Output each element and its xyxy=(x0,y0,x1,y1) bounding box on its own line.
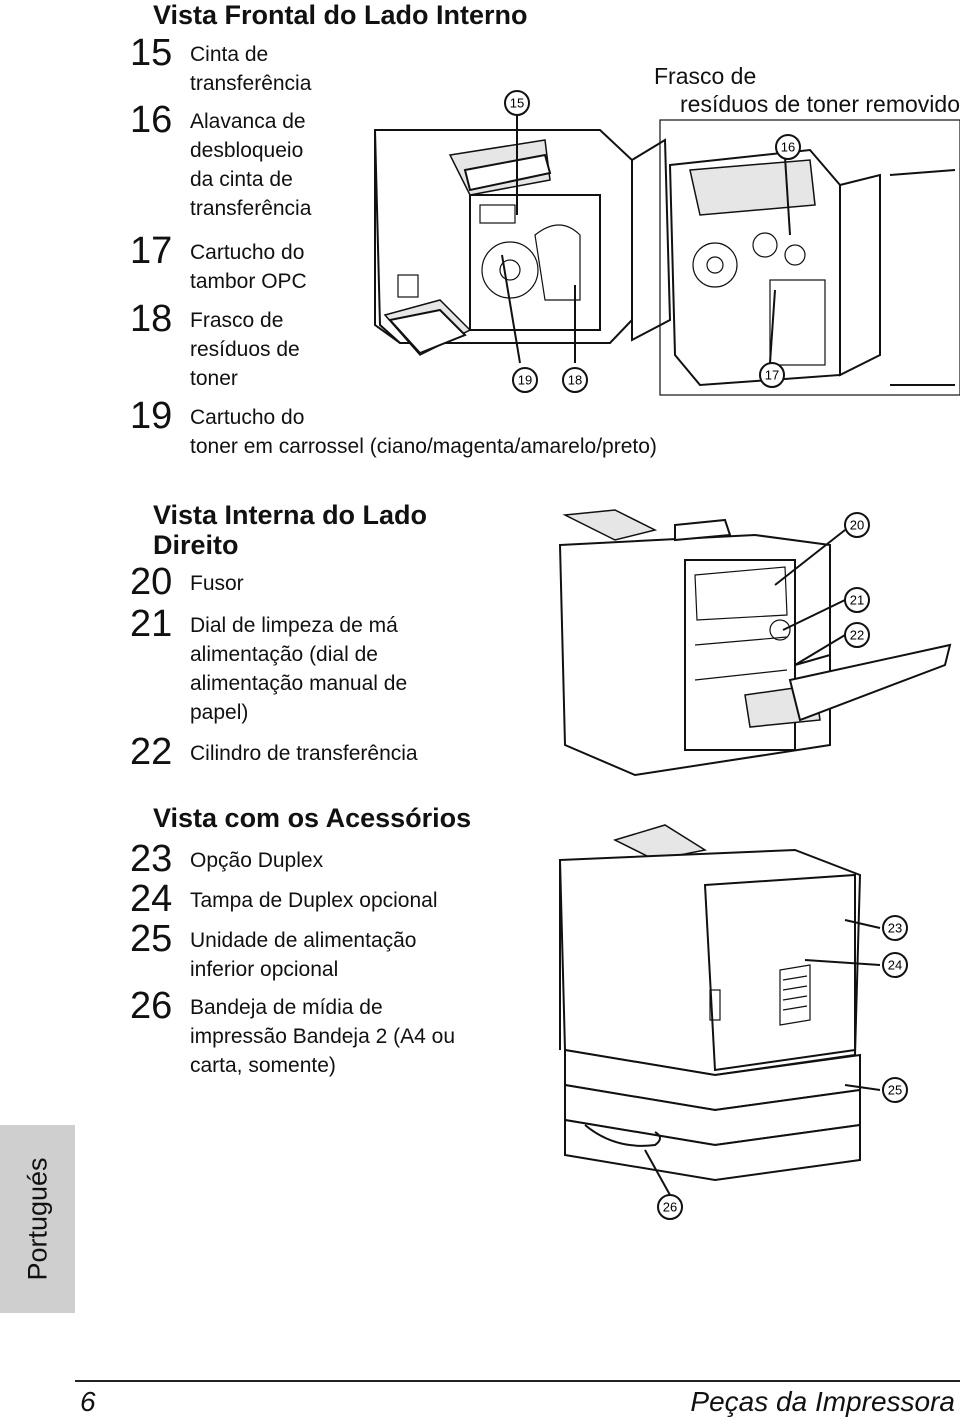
callout-26-marker xyxy=(657,1194,683,1220)
right-interior-illustration: 20 21 22 xyxy=(558,509,952,777)
callout-19: 19 xyxy=(518,373,532,388)
caption-line: Frasco de xyxy=(654,63,757,89)
item-description-line: toner em carrossel (ciano/magenta/amarel… xyxy=(190,435,657,458)
footer-title: Peças da Impressora xyxy=(690,1386,955,1417)
section2-title-line: Vista Interna do Lado xyxy=(153,500,428,530)
callout-18-marker xyxy=(562,367,588,393)
item-description-line: Fusor xyxy=(190,572,244,595)
page-number: 6 xyxy=(80,1386,96,1417)
callout-16-marker xyxy=(775,134,801,160)
item-number: 22 xyxy=(130,731,173,773)
item-description-line: Unidade de alimentação xyxy=(190,929,417,952)
item-number: 26 xyxy=(130,985,173,1027)
front-interior-illustration: 15 16 17 18 19 xyxy=(373,90,960,396)
item-description: Bandeja de mídia de impressão Bandeja 2 (… xyxy=(190,993,455,1080)
item-description: Cartucho do tambor OPC xyxy=(190,238,307,296)
item-number: 20 xyxy=(130,561,173,603)
item-description-line: Dial de limpeza de má xyxy=(190,614,398,637)
item-description-line: toner xyxy=(190,367,238,390)
callout-21: 21 xyxy=(850,593,864,608)
footer-rule xyxy=(75,1380,960,1382)
printer-right-side-open-drawing xyxy=(558,509,952,777)
callout-22-marker xyxy=(844,622,870,648)
item-description: Cinta de transferência xyxy=(190,40,311,98)
printer-with-accessories-drawing xyxy=(558,824,862,1182)
section2-title-line: Direito xyxy=(153,530,239,560)
item-description-line: da cinta de xyxy=(190,168,293,191)
item-description-line: papel) xyxy=(190,701,249,724)
item-description: Tampa de Duplex opcional xyxy=(190,886,438,915)
item-description-line: Tampa de Duplex opcional xyxy=(190,889,438,912)
callout-15: 15 xyxy=(510,96,524,111)
item-number: 18 xyxy=(130,298,173,340)
callout-19-marker xyxy=(512,367,538,393)
item-number: 23 xyxy=(130,838,173,880)
item-description-line: Cartucho do xyxy=(190,406,305,429)
item-description-line: inferior opcional xyxy=(190,958,339,981)
item-number: 25 xyxy=(130,918,173,960)
item-description-line: desbloqueio xyxy=(190,139,304,162)
item-description-line: Cartucho do xyxy=(190,241,305,264)
callout-18: 18 xyxy=(568,373,582,388)
item-description: Dial de limpeza de má alimentação (dial d… xyxy=(190,611,407,727)
item-description-line: Frasco de xyxy=(190,309,284,332)
callout-24: 24 xyxy=(888,958,902,973)
callout-15-marker xyxy=(504,90,530,116)
item-description-line: transferência xyxy=(190,197,312,220)
printer-bottle-removed-drawing xyxy=(659,119,960,396)
item-description-line: resíduos de xyxy=(190,338,300,361)
callout-23-marker xyxy=(882,915,908,941)
item-description: Frasco de resíduos de toner xyxy=(190,306,300,393)
printer-front-open-drawing xyxy=(373,129,672,356)
item-description-line: Bandeja de mídia de xyxy=(190,996,383,1019)
accessories-illustration: 23 24 25 26 xyxy=(558,824,908,1220)
callout-26: 26 xyxy=(663,1200,677,1215)
item-description-line: alimentação (dial de xyxy=(190,643,378,666)
item-description-line: Cilindro de transferência xyxy=(190,742,418,765)
item-description: Unidade de alimentação inferior opcional xyxy=(190,926,417,984)
item-description-line: Cinta de xyxy=(190,43,269,66)
callout-17-marker xyxy=(759,362,785,388)
callout-21-marker xyxy=(844,587,870,613)
item-description-line: carta, somente) xyxy=(190,1054,336,1077)
item-number: 19 xyxy=(130,395,173,437)
callout-25-marker xyxy=(882,1077,908,1103)
item-description-line: Opção Duplex xyxy=(190,849,324,872)
item-number: 17 xyxy=(130,230,173,272)
item-description: Opção Duplex xyxy=(190,846,323,875)
section3-title: Vista com os Acessórios xyxy=(153,803,472,833)
item-description-line: Alavanca de xyxy=(190,110,306,133)
item-number: 16 xyxy=(130,99,173,141)
item-description-line: transferência xyxy=(190,72,312,95)
item-description: Fusor xyxy=(190,569,244,598)
item-description: Cartucho do toner em carrossel (ciano/mag… xyxy=(190,403,657,461)
item-description-line: impressão Bandeja 2 (A4 ou xyxy=(190,1025,455,1048)
item-number: 24 xyxy=(130,878,173,920)
callout-25: 25 xyxy=(888,1083,902,1098)
item-number: 21 xyxy=(130,603,173,645)
callout-22: 22 xyxy=(850,628,864,643)
callout-24-marker xyxy=(882,952,908,978)
callout-17: 17 xyxy=(765,368,779,383)
language-tab-label: Portugués xyxy=(22,1157,52,1281)
section2-title: Vista Interna do Lado Direito xyxy=(153,500,427,560)
language-tab: Portugués xyxy=(0,1125,75,1313)
callout-16: 16 xyxy=(781,140,795,155)
section1-title: Vista Frontal do Lado Interno xyxy=(153,0,528,30)
callout-23: 23 xyxy=(888,921,902,936)
item-number: 15 xyxy=(130,32,173,74)
item-description-line: alimentação manual de xyxy=(190,672,408,695)
caption-line: resíduos de toner removido xyxy=(680,91,960,117)
callout-20: 20 xyxy=(850,518,864,533)
item-description: Cilindro de transferência xyxy=(190,739,418,768)
item-description: Alavanca de desbloqueio da cinta de transfe… xyxy=(190,107,311,223)
callout-20-marker xyxy=(844,512,870,538)
removed-bottle-caption: Frasco de resíduos de toner removido xyxy=(640,62,960,118)
item-description-line: tambor OPC xyxy=(190,270,307,293)
